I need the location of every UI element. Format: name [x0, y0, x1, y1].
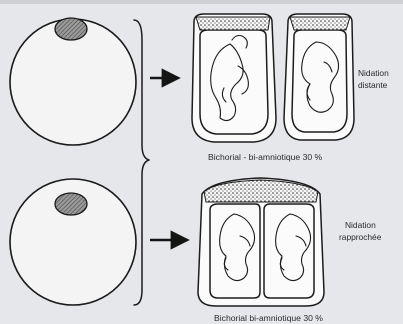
blastocyst-top: [55, 18, 87, 40]
side-label-top-line2: distante: [358, 80, 388, 90]
egg-bottom: [10, 179, 136, 305]
caption-bottom: Bichorial bi-amniotique 30 %: [214, 313, 323, 323]
side-label-top-line1: Nidation: [358, 68, 389, 78]
side-label-bottom-line1: Nidation: [345, 220, 376, 230]
twin-sacs-close: [198, 178, 324, 306]
caption-top: Bichorial - bi-amniotique 30 %: [208, 152, 323, 162]
side-label-bottom-line2: rapprochée: [339, 232, 382, 242]
twin-sacs-distant: [192, 14, 354, 142]
egg-top: [10, 18, 136, 145]
blastocyst-bottom: [55, 193, 87, 215]
